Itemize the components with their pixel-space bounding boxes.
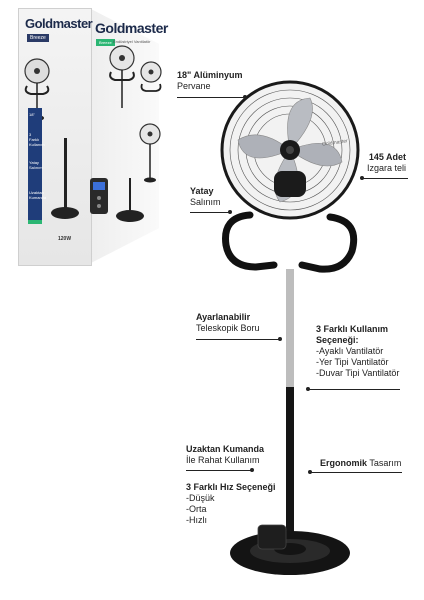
box-fan-image-2	[109, 45, 135, 108]
callout-speed-item-3: -Hızlı	[186, 515, 207, 525]
leader-telescopic	[196, 339, 280, 340]
leader-oscillation	[190, 212, 230, 213]
callout-grid-regular: Izgara teli	[366, 163, 406, 173]
leader-dot-remote	[250, 468, 254, 472]
callout-ergonomic: Ergonomik Tasarım	[320, 458, 401, 469]
callout-grid: 145 Adet Izgara teli	[344, 152, 406, 174]
callout-blade: 18" Alüminyum Pervane	[177, 70, 242, 92]
leader-dot-telescopic	[278, 337, 282, 341]
leader-grid	[362, 178, 408, 179]
callout-usage-item-2: -Yer Tipi Vantilatör	[316, 357, 389, 367]
leader-dot-oscillation	[228, 210, 232, 214]
leader-dot-grid	[360, 176, 364, 180]
callout-speed-item-1: -Düşük	[186, 493, 215, 503]
box-fan-main-image	[51, 138, 79, 219]
box-front-item-1: 18"	[29, 112, 35, 117]
box-green-stripe	[28, 220, 42, 224]
callout-speed-item-2: -Orta	[186, 504, 207, 514]
callout-usage: 3 Farklı Kullanım Seçeneği: -Ayaklı Vant…	[316, 324, 399, 379]
callout-blade-regular: Pervane	[177, 81, 211, 91]
callout-oscillation-bold: Yatay	[190, 186, 214, 196]
callout-speed-bold: 3 Farklı Hız Seçeneği	[186, 482, 276, 492]
callout-usage-item-3: -Duvar Tipi Vantilatör	[316, 368, 400, 378]
callout-grid-bold: 145 Adet	[368, 152, 406, 162]
callout-oscillation-regular: Salınım	[190, 197, 221, 207]
box-side-tag: Breeze	[96, 39, 115, 46]
leader-ergonomic	[310, 472, 402, 473]
callout-ergonomic-regular: Tasarım	[369, 458, 402, 468]
callout-telescopic-regular: Teleskopik Boru	[196, 323, 260, 333]
box-fan-base-image	[116, 178, 144, 222]
box-power-label: 120W	[58, 236, 72, 242]
callout-telescopic: Ayarlanabilir Teleskopik Boru	[196, 312, 260, 334]
box-remote-image	[90, 178, 108, 214]
pedestal-fan-image	[220, 80, 360, 575]
box-info-panel	[28, 108, 42, 220]
callout-usage-bold-2: Seçeneği:	[316, 335, 359, 345]
box-fan-image-4	[139, 123, 161, 183]
leader-usage	[308, 389, 400, 390]
callout-speed: 3 Farklı Hız Seçeneği -Düşük -Orta -Hızl…	[186, 482, 276, 526]
box-brand-side: Goldmaster	[95, 20, 168, 36]
callout-remote: Uzaktan Kumanda İle Rahat Kullanım	[186, 444, 264, 466]
leader-blade	[177, 97, 245, 98]
callout-telescopic-bold: Ayarlanabilir	[196, 312, 251, 322]
callout-remote-regular: İle Rahat Kullanım	[186, 455, 260, 465]
box-front-item-2: 3 Farklı Kullanım	[29, 132, 45, 147]
callout-remote-bold: Uzaktan Kumanda	[186, 444, 265, 454]
box-front-item-4: Uzaktan Kumanda	[29, 190, 47, 200]
box-tag: Breeze	[27, 34, 49, 42]
box-fan-image-3	[140, 61, 162, 92]
callout-usage-item-1: -Ayaklı Vantilatör	[316, 346, 384, 356]
leader-dot-usage	[306, 387, 310, 391]
box-side-text: Endüstriyel Vantilatör	[113, 39, 151, 44]
callout-blade-bold: 18" Alüminyum	[177, 70, 243, 80]
callout-ergonomic-bold: Ergonomik	[320, 458, 368, 468]
leader-dot-blade	[243, 95, 247, 99]
callout-usage-bold-1: 3 Farklı Kullanım	[316, 324, 389, 334]
box-brand-front: Goldmaster	[25, 16, 93, 31]
callout-oscillation: Yatay Salınım	[190, 186, 221, 208]
leader-remote	[186, 470, 252, 471]
leader-dot-ergonomic	[308, 470, 312, 474]
box-front-item-3: Yatay Salınım	[29, 160, 43, 170]
